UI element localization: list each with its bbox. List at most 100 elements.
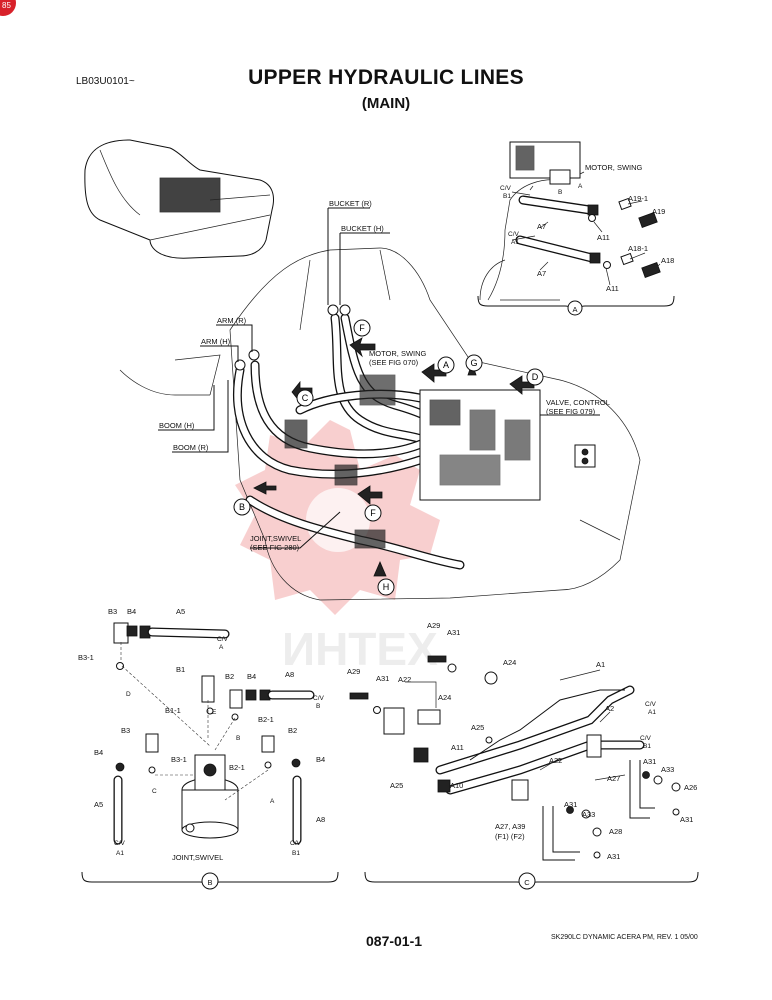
detail-b-circ-b: B [236, 735, 240, 742]
detail-c-cv-b1: C/V [640, 735, 652, 742]
detail-c-label: C [524, 878, 530, 887]
main-assembly [119, 247, 641, 601]
detail-b-label: B [207, 878, 212, 887]
detail-b-b4-low-right: B4 [316, 755, 325, 764]
corner-badge: 85 [0, 0, 16, 16]
document-code: LB03U0101~ [76, 76, 135, 87]
detail-b-b4-low-left: B4 [94, 748, 103, 757]
detail-b-joint-swivel: JOINT,SWIVEL [172, 853, 223, 862]
detail-c-a29-top: A29 [427, 621, 440, 630]
detail-a-sub-a: A [578, 183, 583, 190]
detail-b-cv-mid-sub: B [316, 703, 320, 710]
detail-c-a27: A27 [607, 774, 620, 783]
detail-a-a7-lower: A7 [537, 269, 546, 278]
callout-d: D [532, 372, 539, 382]
detail-a-motor-swing: MOTOR, SWING [585, 163, 643, 172]
label-bucket-h: BUCKET (H) [341, 224, 384, 233]
callout-h: H [383, 582, 390, 592]
detail-b-b2-1-low: B2-1 [229, 763, 245, 772]
callout-a: A [443, 360, 449, 370]
arrow-b [253, 481, 277, 495]
detail-b-circ-c: C [152, 788, 157, 795]
detail-a-a18-1: A18-1 [628, 244, 648, 253]
detail-c-a25-left: A25 [390, 781, 403, 790]
detail-b-a5-low: A5 [94, 800, 103, 809]
detail-b-circ-d: D [126, 691, 131, 698]
detail-c-a28: A28 [609, 827, 622, 836]
detail-c-a1: A1 [596, 660, 605, 669]
detail-a-a11-lower: A11 [606, 284, 619, 293]
label-joint-swivel: JOINT,SWIVEL [250, 534, 301, 543]
detail-b-circ-e: E [212, 709, 217, 716]
detail-b-cv-low-left: C/V [114, 840, 126, 847]
detail-c-cv-a1-sub: A1 [648, 709, 656, 716]
detail-b-a5-top: A5 [176, 607, 185, 616]
label-valve-control-ref: (SEE FIG 079) [546, 407, 596, 416]
detail-c [349, 655, 699, 890]
detail-c-cv-b1-sub: B1 [643, 743, 651, 750]
detail-a-cv-1: C/V [500, 185, 512, 192]
detail-b-b1: B1 [176, 665, 185, 674]
detail-a-a7-upper: A7 [537, 222, 546, 231]
detail-a-a19: A19 [652, 207, 665, 216]
machine-inset [84, 139, 274, 259]
detail-b-cv-low-right: C/V [290, 840, 302, 847]
detail-a-a19-1: A19-1 [628, 194, 648, 203]
detail-c-a31-mid: A31 [564, 800, 577, 809]
detail-c-a31-left: A31 [376, 674, 389, 683]
page-number: 087-01-1 [366, 933, 423, 949]
label-joint-swivel-ref: (SEE FIG 280) [250, 543, 300, 552]
corner-badge-text: 85 [2, 1, 11, 10]
document-reference: SK290LC DYNAMIC ACERA PM, REV. 1 05/00 [551, 934, 698, 941]
detail-c-a22-mid: A22 [549, 756, 562, 765]
callout-c: C [302, 393, 309, 403]
detail-a-cv-2: C/V [508, 231, 520, 238]
detail-c-a2: A2 [605, 704, 614, 713]
detail-b-circ-a: A [270, 798, 275, 805]
detail-a-label: A [572, 305, 577, 314]
detail-a [477, 141, 675, 316]
detail-c-a29-left: A29 [347, 667, 360, 676]
main-leaders [158, 207, 600, 549]
label-boom-r: BOOM (R) [173, 443, 209, 452]
detail-b-b2-low: B2 [288, 726, 297, 735]
detail-c-a31-bot-right: A31 [680, 815, 693, 824]
detail-b-cv-mid: C/V [313, 695, 325, 702]
detail-b-cv-top-sub: A [219, 644, 224, 651]
label-arm-h: ARM (H) [201, 337, 231, 346]
detail-a-a11-upper: A11 [597, 233, 610, 242]
detail-b-b2-top: B2 [225, 672, 234, 681]
detail-b-b4-top: B4 [127, 607, 136, 616]
callout-f-bottom: F [370, 508, 376, 518]
detail-a-cv-2-sub: A1 [511, 239, 519, 246]
detail-b-b3-top: B3 [108, 607, 117, 616]
detail-c-a26: A26 [684, 783, 697, 792]
arrow-h [373, 560, 387, 577]
label-bucket-r: BUCKET (R) [329, 199, 372, 208]
detail-b-a8-low: A8 [316, 815, 325, 824]
detail-c-a33-mid: A33 [582, 810, 595, 819]
detail-b-b3-1-low: B3-1 [171, 755, 187, 764]
detail-c-a11: A11 [451, 743, 464, 752]
page-title: UPPER HYDRAULIC LINES [248, 66, 524, 89]
detail-a-cv-1-sub: B1 [503, 193, 511, 200]
detail-c-a25-mid: A25 [471, 723, 484, 732]
detail-a-a18: A18 [661, 256, 674, 265]
label-valve-control: VALVE, CONTROL [546, 398, 610, 407]
watermark-text: ИНТЕХ [282, 623, 438, 675]
detail-c-a33-right: A33 [661, 765, 674, 774]
detail-a-sub-b: B [558, 189, 562, 196]
page-subtitle: (MAIN) [361, 95, 411, 112]
detail-c-a22-top: A22 [398, 675, 411, 684]
detail-c-a31-top: A31 [447, 628, 460, 637]
detail-b-a8-top: A8 [285, 670, 294, 679]
detail-c-cv-a1: C/V [645, 701, 657, 708]
detail-b-cv-low-right-sub: B1 [292, 850, 300, 857]
detail-c-a27-a39: A27, A39 [495, 822, 525, 831]
main-callouts [233, 319, 544, 596]
arrow-f-top [349, 337, 376, 358]
label-boom-h: BOOM (H) [159, 421, 195, 430]
detail-c-a10: A10 [450, 781, 463, 790]
